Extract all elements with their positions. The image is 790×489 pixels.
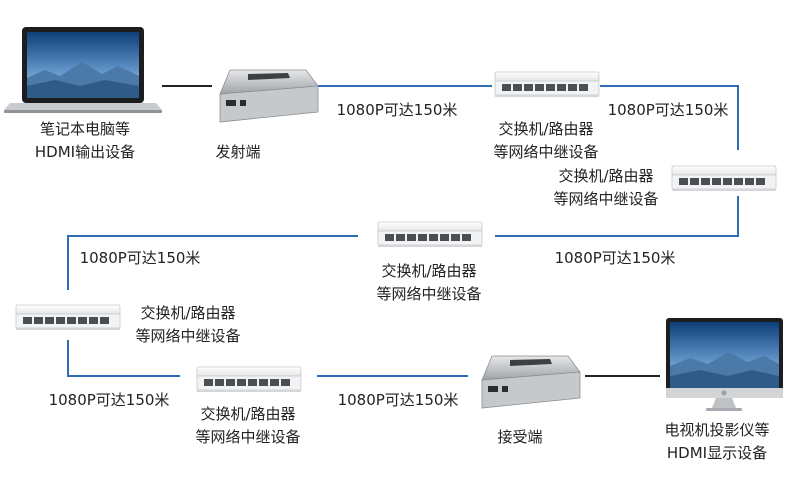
monitor-icon (666, 318, 783, 411)
link-line-4 (67, 235, 358, 290)
link-lines (67, 85, 739, 377)
link-line-2 (600, 85, 739, 150)
switch-3-label-line2: 等网络中继设备 (376, 285, 481, 303)
switch-5-label-line2: 等网络中继设备 (195, 428, 300, 446)
switch-5-label-line1: 交换机/路由器 (200, 405, 295, 423)
link-line-5 (67, 340, 180, 377)
switch-4-label-line1: 交换机/路由器 (140, 304, 235, 322)
link-line-3 (495, 196, 739, 237)
switch-2-label-line2: 等网络中继设备 (553, 190, 658, 208)
monitor-label-line1: 电视机投影仪等 (664, 421, 769, 439)
sender-label: 发射端 (215, 143, 260, 161)
receiver-label: 接受端 (497, 428, 542, 446)
switch-3-label-line1: 交换机/路由器 (381, 262, 476, 280)
switch-5-icon (196, 366, 302, 393)
link-label-1: 1080P可达150米 (337, 101, 458, 119)
link-label-3: 1080P可达150米 (555, 249, 676, 267)
switch-4-label-line2: 等网络中继设备 (135, 327, 240, 345)
laptop-label-line2: HDMI输出设备 (35, 143, 135, 161)
switch-1-label-line1: 交换机/路由器 (498, 120, 593, 138)
switch-1-icon (494, 71, 600, 98)
laptop-icon (4, 27, 162, 113)
switch-2-label-line1: 交换机/路由器 (558, 167, 653, 185)
switch-3-icon (377, 221, 483, 248)
switch-1-label-line2: 等网络中继设备 (493, 143, 598, 161)
monitor-label-line2: HDMI显示设备 (667, 444, 767, 462)
sender-extender-icon (219, 69, 319, 123)
switch-4-icon (15, 304, 121, 331)
receiver-extender-icon (481, 355, 581, 409)
link-label-5: 1080P可达150米 (49, 391, 170, 409)
switch-2-icon (671, 165, 777, 192)
link-label-4: 1080P可达150米 (80, 249, 201, 267)
link-label-6: 1080P可达150米 (338, 391, 459, 409)
link-label-2: 1080P可达150米 (608, 101, 729, 119)
laptop-label-line1: 笔记本电脑等 (40, 120, 130, 138)
